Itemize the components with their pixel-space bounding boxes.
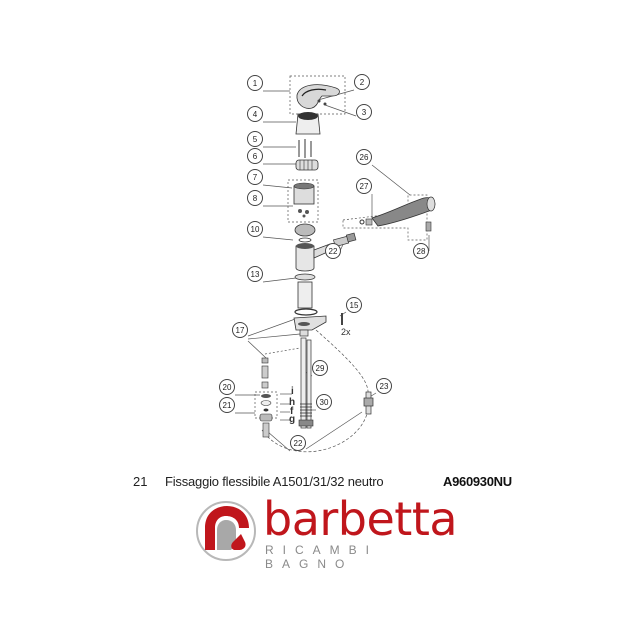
callout-8: 8 [247,190,263,206]
callout-1: 1 [247,75,263,91]
callout-22b: 22 [290,435,306,451]
barbetta-logo-icon [196,501,256,561]
callout-3: 3 [356,104,372,120]
callout-27: 27 [356,178,372,194]
callout-21: 21 [219,397,235,413]
part-info-row: 21 Fissaggio flessibile A1501/31/32 neut… [0,472,640,494]
callout-26: 26 [356,149,372,165]
brand-logo: barbetta RICAMBI BAGNO [195,494,465,571]
part-letter-i: i [291,386,294,397]
callout-29: 29 [312,360,328,376]
exploded-parts-diagram [235,75,436,453]
callout-28: 28 [413,243,429,259]
callout-10: 10 [247,221,263,237]
part-index: 21 [133,474,148,489]
callout-23: 23 [376,378,392,394]
faucet-exploded-view [235,75,436,453]
callout-13: 13 [247,266,263,282]
callout-20: 20 [219,379,235,395]
callout-30: 30 [316,394,332,410]
callout-5: 5 [247,131,263,147]
brand-name: barbetta [263,492,458,546]
part-code: A960930NU [443,474,512,489]
callout-17: 17 [232,322,248,338]
callout-22: 22 [325,243,341,259]
part-letter-h: h [289,397,296,408]
brand-tagline: RICAMBI BAGNO [265,543,379,571]
callout-7: 7 [247,169,263,185]
part-description: Fissaggio flessibile A1501/31/32 neutro [165,474,384,489]
callout-4: 4 [247,106,263,122]
part-letter-g: g [289,414,296,425]
quantity-note: 2x [341,327,351,337]
callout-2: 2 [354,74,370,90]
callout-15: 15 [346,297,362,313]
callout-6: 6 [247,148,263,164]
part-letter-f: f [290,406,294,417]
